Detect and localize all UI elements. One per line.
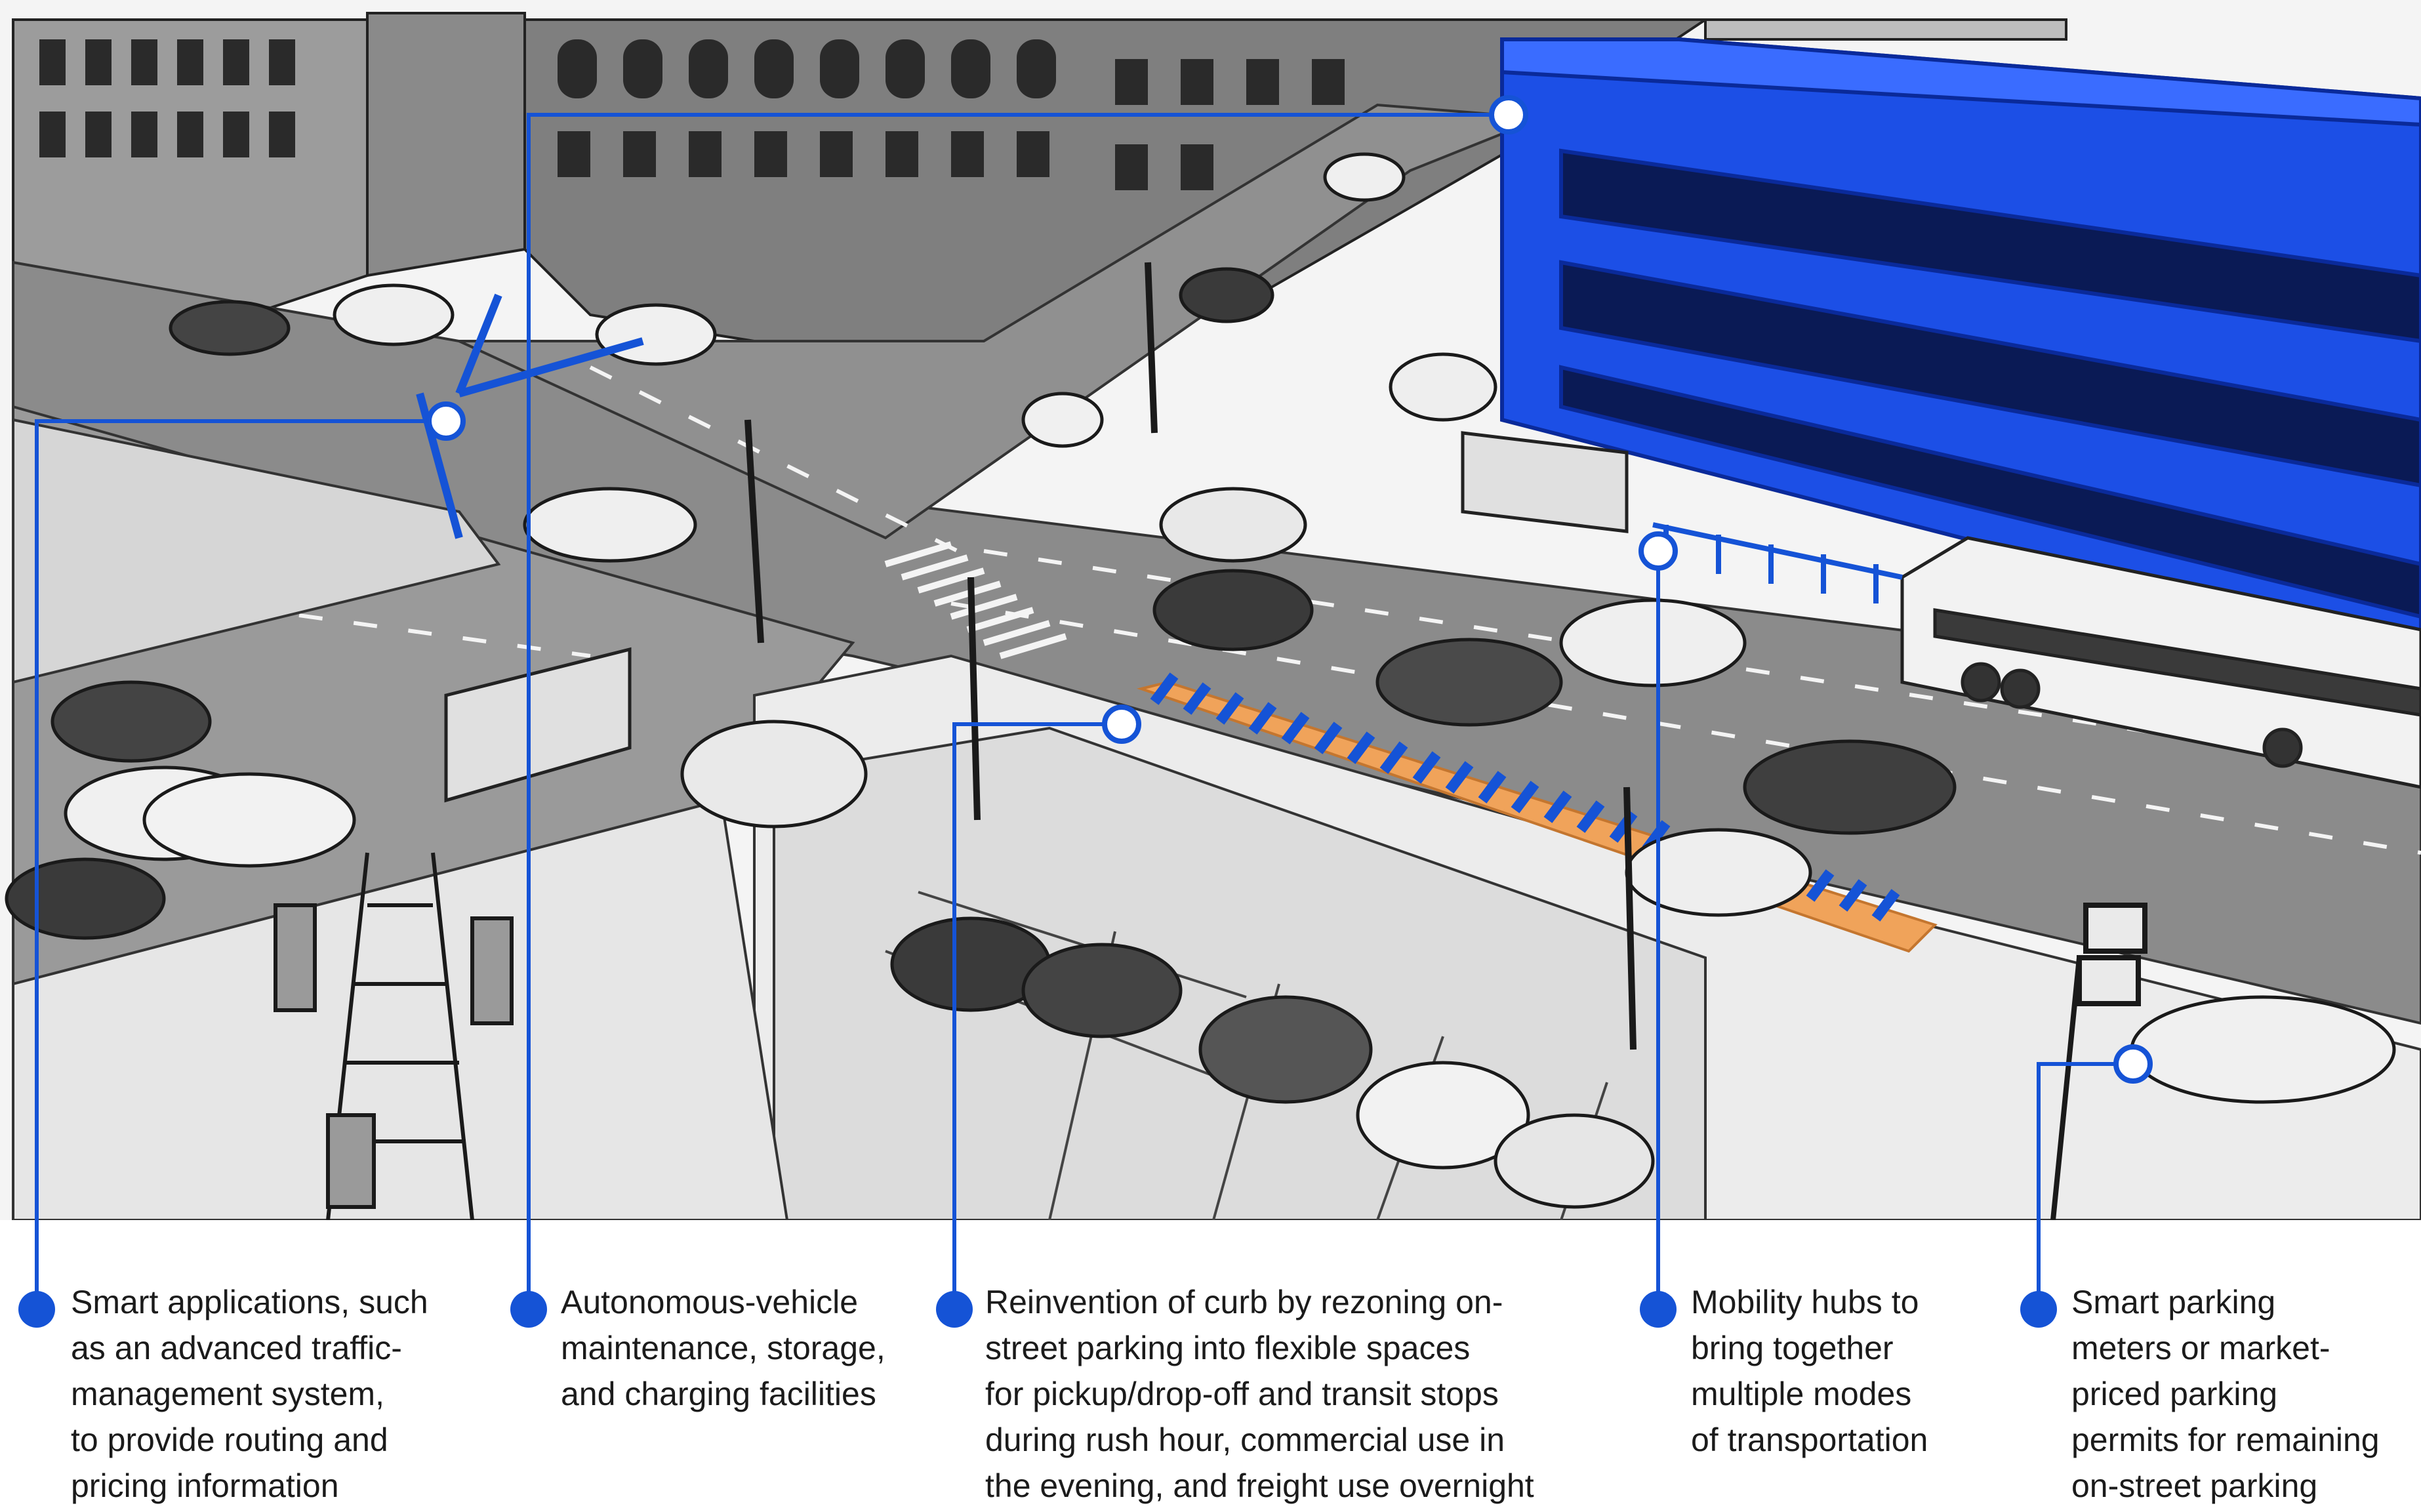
- caption-line: on-street parking: [2071, 1467, 2318, 1504]
- parking-garage-building: [1500, 37, 2421, 659]
- smart-traffic-signal: [416, 293, 644, 539]
- caption-line: for pickup/drop-off and transit stops: [985, 1376, 1499, 1412]
- leader-line-curb-reinvention: [952, 722, 1120, 1309]
- caption-line: during rush hour, commercial use in: [985, 1421, 1505, 1458]
- bullet-mobility-hubs: [1640, 1291, 1677, 1328]
- bullet-curb-reinvention: [936, 1291, 973, 1328]
- parking-meter: [2050, 903, 2147, 1220]
- caption-line: Smart applications, such: [71, 1284, 428, 1320]
- caption-line: bring together: [1691, 1330, 1894, 1366]
- marker-autonomous-vehicle: [1489, 95, 1528, 134]
- caption-line: and charging facilities: [561, 1376, 876, 1412]
- bullet-autonomous-vehicle: [510, 1291, 547, 1328]
- caption-line: multiple modes: [1691, 1376, 1912, 1412]
- caption-line: pricing information: [71, 1467, 339, 1504]
- caption-line: street parking into flexible spaces: [985, 1330, 1471, 1366]
- leader-line-smart-parking: [2037, 1062, 2132, 1309]
- caption-line: Mobility hubs to: [1691, 1284, 1919, 1320]
- caption-line: Autonomous-vehicle: [561, 1284, 859, 1320]
- bike-share-dock: [1652, 522, 1903, 603]
- bullet-smart-parking: [2020, 1291, 2057, 1328]
- signal-poles: [744, 262, 1637, 1050]
- caption-line: Smart parking: [2071, 1284, 2276, 1320]
- marker-mobility-hubs: [1638, 531, 1678, 571]
- bullet-smart-applications: [18, 1291, 55, 1328]
- leader-line-autonomous-vehicle: [527, 113, 1506, 1309]
- caption-line: permits for remaining: [2071, 1421, 2380, 1458]
- marker-smart-applications: [426, 401, 466, 441]
- caption-curb-reinvention: Reinvention of curb by rezoning on- stre…: [985, 1279, 1534, 1509]
- caption-line: priced parking: [2071, 1376, 2278, 1412]
- building-windows: [39, 39, 1345, 190]
- bus-shelter: [444, 431, 1629, 803]
- caption-smart-applications: Smart applications, such as an advanced …: [71, 1279, 428, 1509]
- caption-line: the evening, and freight use overnight: [985, 1467, 1534, 1504]
- caption-line: meters or market-: [2071, 1330, 2330, 1366]
- caption-line: Reinvention of curb by rezoning on-: [985, 1284, 1503, 1320]
- caption-line: management system,: [71, 1376, 384, 1412]
- leader-line-smart-applications: [35, 419, 446, 1309]
- caption-line: as an advanced traffic-: [71, 1330, 402, 1366]
- cars: [5, 152, 2396, 1209]
- bus: [1900, 536, 2421, 789]
- crosswalk: [884, 450, 1210, 659]
- marker-curb-reinvention: [1102, 705, 1141, 744]
- caption-line: of transportation: [1691, 1421, 1928, 1458]
- caption-smart-parking: Smart parking meters or market- priced p…: [2071, 1279, 2380, 1509]
- street-scene-illustration: [0, 0, 2421, 1220]
- sidewalks: [12, 418, 2421, 1220]
- caption-line: maintenance, storage,: [561, 1330, 885, 1366]
- caption-line: to provide routing and: [71, 1421, 388, 1458]
- caption-autonomous-vehicle: Autonomous-vehicle maintenance, storage,…: [561, 1279, 885, 1417]
- caption-mobility-hubs: Mobility hubs to bring together multiple…: [1691, 1279, 1928, 1463]
- cell-tower: [274, 852, 514, 1220]
- marker-smart-parking: [2113, 1044, 2153, 1084]
